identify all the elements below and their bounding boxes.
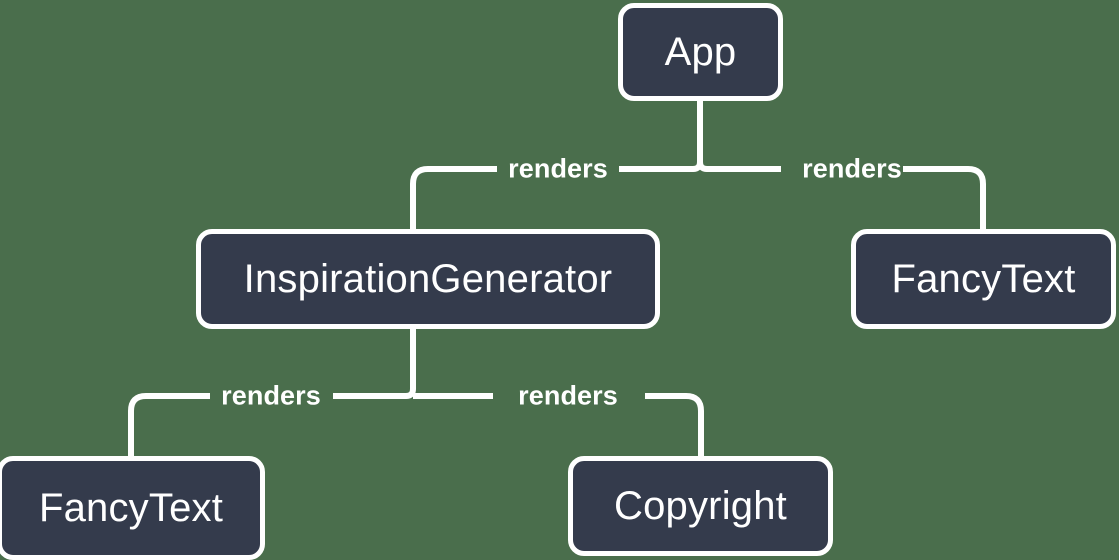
edge-label-inspiration-to-copyright: renders (518, 380, 618, 411)
node-fancytext-right-label: FancyText (891, 256, 1076, 301)
connector-app-to-fancytext-right-run (903, 166, 986, 229)
connector-inspiration-split-left (333, 388, 416, 399)
connector-inspiration-to-copyright-run (645, 393, 704, 456)
node-app-label: App (664, 29, 737, 74)
node-fancytext-bottom-left-label: FancyText (38, 485, 224, 530)
node-inspiration-generator-label: InspirationGenerator (243, 256, 613, 301)
node-app[interactable]: App (618, 3, 783, 101)
node-copyright-label: Copyright (614, 483, 787, 528)
node-fancytext-bottom-left[interactable]: FancyText (0, 456, 265, 560)
connector-app-split-left (619, 161, 703, 172)
edge-label-inspiration-to-fancytext: renders (221, 380, 321, 411)
edge-label-app-to-fancytext-right: renders (802, 153, 902, 184)
connector-app-to-inspiration-left-run (410, 166, 497, 229)
node-copyright[interactable]: Copyright (568, 456, 833, 556)
node-fancytext-right[interactable]: FancyText (851, 229, 1116, 329)
edge-label-app-to-inspiration-generator: renders (508, 153, 608, 184)
connector-inspiration-to-fancytext-run (128, 393, 210, 456)
connector-app-split-right (697, 161, 781, 172)
node-inspiration-generator[interactable]: InspirationGenerator (196, 229, 660, 329)
